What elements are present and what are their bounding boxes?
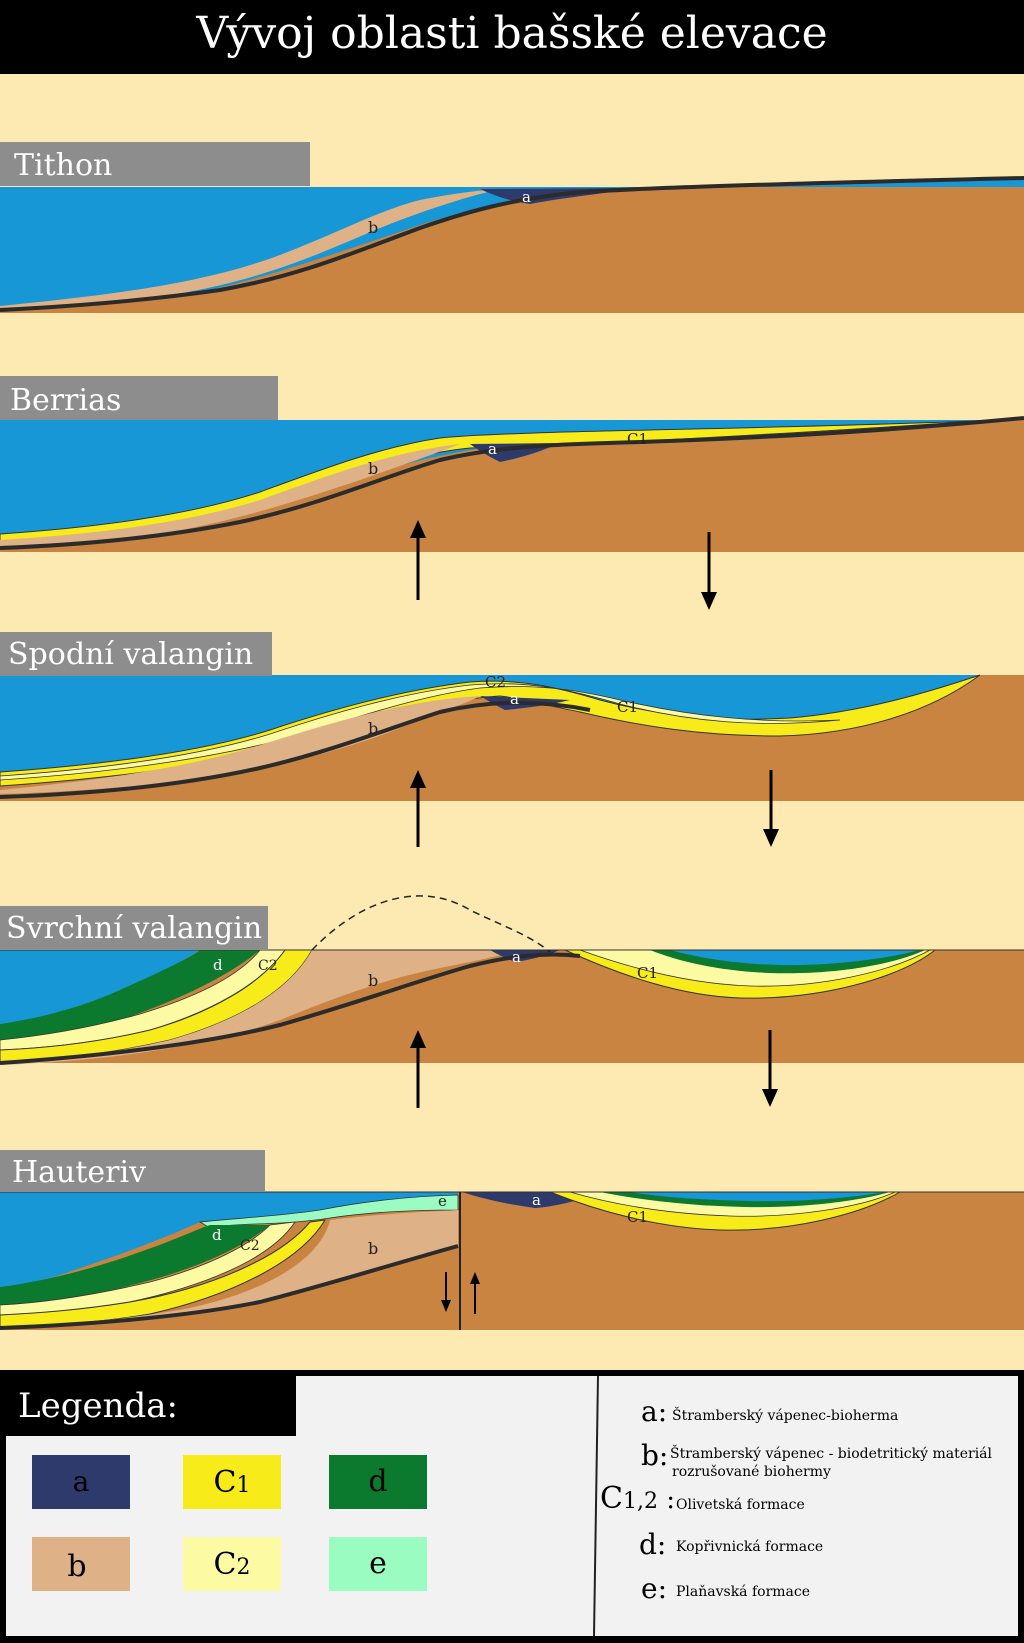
legend-title-box (6, 1376, 296, 1436)
uplift-arrowhead (410, 1030, 426, 1048)
stage-name: Svrchní valangin (6, 911, 262, 946)
label-a: a (510, 690, 519, 708)
swatch-b-label: b (67, 1549, 86, 1584)
legend-key-a: a: (641, 1395, 667, 1428)
label-c2: C2 (240, 1238, 260, 1254)
legend-text-c: Olivetská formace (676, 1497, 805, 1513)
sea-layer-left (0, 1192, 458, 1287)
stage-name: Spodní valangin (8, 637, 253, 672)
swatch-a-label: a (73, 1465, 90, 1498)
legend-key-c: C1,2 : (600, 1481, 675, 1516)
label-a: a (532, 1191, 541, 1209)
layer-b (0, 950, 520, 1065)
stage-tag (0, 1150, 265, 1192)
legend-key-b: b: (641, 1439, 668, 1472)
layer-b (0, 189, 500, 310)
label-b: b (368, 218, 378, 237)
stage-hauteriv: Hauteriv a b C1 C2 d e (0, 1150, 1024, 1330)
stage-spodni-valangin: Spodní valangin a b C1 C2 (0, 632, 1024, 847)
layer-e (198, 1194, 459, 1229)
sea-layer-left (0, 950, 200, 1024)
legend-text-a: Štramberský vápenec-bioherma (672, 1406, 898, 1424)
legend-text-b: Štramberský vápenec - biodetritický mate… (670, 1444, 993, 1462)
subsidence-arrowhead (762, 1089, 778, 1107)
swatch-c2 (183, 1537, 281, 1591)
layer-d (0, 1225, 270, 1305)
legend-divider (593, 1375, 599, 1637)
stage-svrchni-valangin: Svrchní valangin a b C1 C2 d (0, 895, 1024, 1108)
label-a: a (488, 440, 497, 458)
layer-b (0, 696, 480, 794)
eroded-profile-dashed (311, 895, 551, 953)
label-a: a (512, 948, 521, 966)
label-d: d (213, 956, 223, 974)
sea-layer (0, 418, 1024, 538)
stage-berrias: Berrias a b C1 (0, 376, 1024, 610)
stage-tag (0, 142, 310, 186)
label-c1: C1 (637, 964, 658, 982)
stage-name: Tithon (14, 148, 112, 183)
legend: Legenda: a C1 d b C2 e a: Štramberský vá… (0, 1370, 1024, 1643)
stage-tithon: Tithon a b (0, 142, 1024, 313)
swatch-d-label: d (368, 1464, 387, 1499)
swatch-e (329, 1537, 427, 1591)
stage-tag (0, 376, 278, 420)
label-b: b (368, 459, 378, 478)
legend-title: Legenda: (18, 1386, 178, 1426)
uplift-arrowhead (410, 520, 426, 538)
basement-contact-line (0, 952, 581, 1065)
stage-name: Berrias (10, 383, 121, 418)
sea-layer-right (630, 1192, 885, 1202)
legend-text-d: Kopřivnická formace (676, 1539, 823, 1555)
basement-contact-line (0, 1244, 459, 1330)
sea-layer-right (670, 950, 920, 966)
stage-name: Hauteriv (12, 1155, 146, 1190)
label-b: b (368, 1239, 378, 1258)
swatch-b (32, 1537, 130, 1591)
legend-text-e: Plaňavská formace (676, 1584, 810, 1600)
label-c2: C2 (485, 673, 506, 691)
stage-tag (0, 632, 272, 676)
label-d: d (212, 1226, 222, 1244)
label-c2: C2 (258, 958, 278, 974)
label-c1: C1 (627, 430, 648, 448)
label-e: e (438, 1192, 447, 1210)
legend-text-b2: rozrušované biohermy (672, 1463, 831, 1480)
page-title: Vývoj oblasti bašské elevace (195, 8, 827, 59)
basement-contact-line (0, 700, 591, 799)
basement-contact-line (0, 416, 1024, 550)
label-a: a (522, 188, 531, 206)
fault-down-arrowhead (441, 1300, 451, 1312)
label-b: b (368, 971, 378, 990)
title-bar (0, 0, 1024, 74)
layer-d (0, 950, 260, 1040)
subsidence-arrowhead (763, 829, 779, 847)
fault-up-arrowhead (470, 1272, 480, 1284)
basement-contact-line (0, 176, 1024, 312)
uplift-arrowhead (410, 770, 426, 788)
stage-tag (0, 906, 268, 950)
swatch-a (32, 1455, 130, 1509)
swatch-c1-label: C1 (214, 1465, 251, 1500)
label-c1: C1 (617, 698, 638, 716)
swatch-e-label: e (369, 1546, 387, 1581)
layer-b (0, 444, 460, 546)
swatch-d (329, 1455, 427, 1509)
swatch-c1 (183, 1455, 281, 1509)
label-c1: C1 (627, 1208, 648, 1226)
layer-b (0, 1210, 458, 1328)
legend-key-e: e: (641, 1572, 667, 1605)
label-b: b (368, 719, 378, 738)
sea-layer (0, 675, 980, 772)
legend-key-d: d: (639, 1528, 666, 1561)
subsidence-arrowhead (701, 592, 717, 610)
swatch-c2-label: C2 (214, 1547, 251, 1582)
